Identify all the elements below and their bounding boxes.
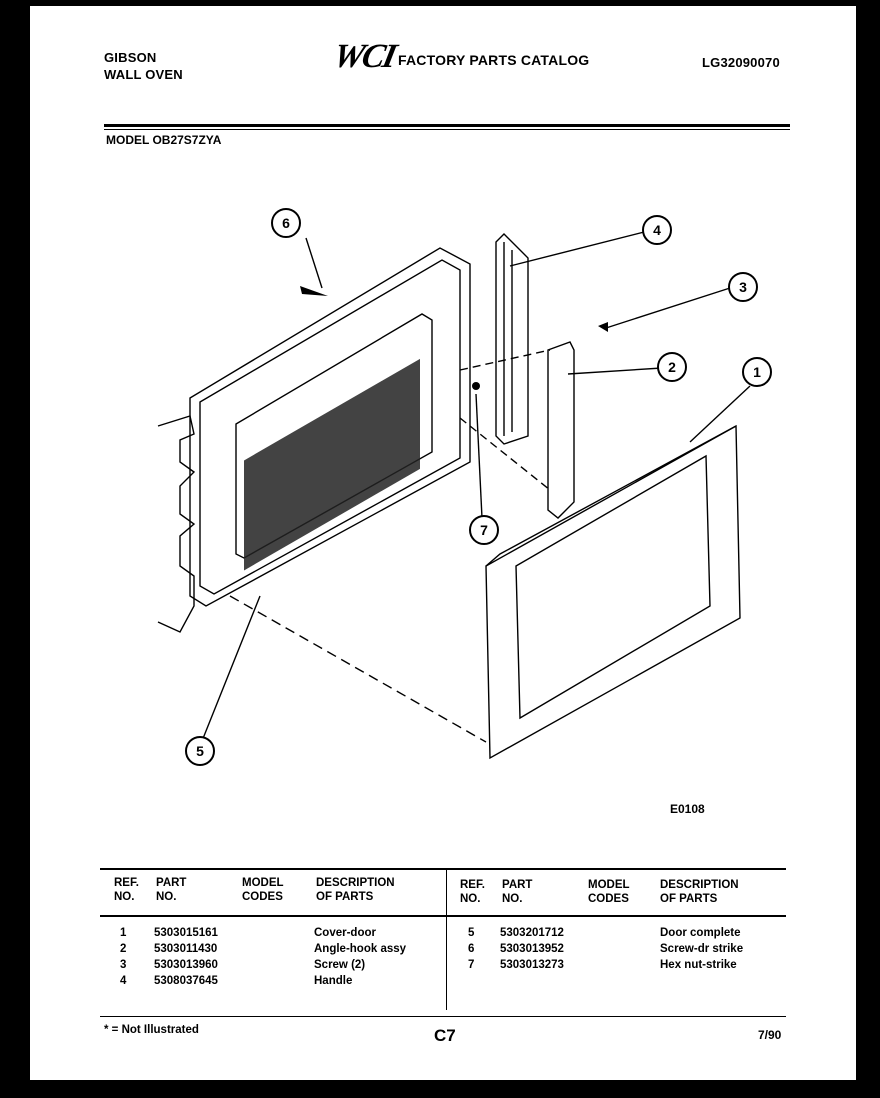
model-label: MODEL OB27S7ZYA	[106, 133, 222, 147]
catalog-code: LG32090070	[702, 55, 780, 70]
figure-code: E0108	[670, 802, 705, 816]
exploded-parts-diagram: 6 4 3 2 1 7 5	[157, 208, 772, 766]
leader-6	[305, 237, 323, 289]
callout-5: 5	[185, 736, 215, 766]
window-mesh	[244, 358, 420, 571]
callout-7-label: 7	[480, 522, 488, 538]
header-rule-bottom	[104, 129, 790, 130]
callout-6: 6	[271, 208, 301, 238]
door-cover-inner-frame	[199, 259, 461, 595]
outer-door-outline	[485, 424, 741, 760]
leader-1	[689, 385, 751, 443]
handle-part	[495, 233, 529, 445]
screw-3	[598, 322, 608, 332]
callout-3-label: 3	[739, 279, 747, 295]
callout-4-label: 4	[653, 222, 661, 238]
table-rule-header	[100, 915, 786, 917]
catalog-title: FACTORY PARTS CATALOG	[398, 52, 590, 68]
header-rule-top	[104, 124, 790, 127]
catalog-page: GIBSON WALL OVEN WCI FACTORY PARTS CATAL…	[30, 6, 856, 1080]
leader-5	[199, 595, 261, 747]
revision-date: 7/90	[758, 1028, 782, 1042]
brand-name: GIBSON	[104, 50, 157, 65]
leader-4	[509, 229, 653, 267]
leader-2	[567, 367, 663, 375]
table-rule-top	[100, 868, 786, 870]
door-window-frame	[235, 313, 433, 559]
callout-4: 4	[642, 215, 672, 245]
angle-hook-part	[547, 341, 575, 519]
door-cover-outline	[189, 247, 471, 607]
screw-6	[300, 286, 328, 296]
leader-3	[605, 287, 731, 329]
callout-6-label: 6	[282, 215, 290, 231]
callout-7: 7	[469, 515, 499, 545]
not-illustrated-note: * = Not Illustrated	[104, 1024, 199, 1036]
leader-7	[475, 393, 483, 519]
footer-rule	[100, 1016, 786, 1017]
outer-door-window	[515, 454, 711, 720]
callout-3: 3	[728, 272, 758, 302]
product-type: WALL OVEN	[104, 67, 183, 82]
callout-1-label: 1	[753, 364, 761, 380]
callout-1: 1	[742, 357, 772, 387]
left-bracket	[157, 415, 196, 633]
page-number: C7	[434, 1026, 456, 1045]
callout-5-label: 5	[196, 743, 204, 759]
header-ref-no-right: REF.NO.	[460, 879, 485, 905]
table-divider	[446, 870, 447, 1010]
hex-nut-7	[472, 382, 480, 390]
callout-2-label: 2	[668, 359, 676, 375]
callout-2: 2	[657, 352, 687, 382]
header-ref-no-left: REF.NO.	[114, 877, 139, 903]
